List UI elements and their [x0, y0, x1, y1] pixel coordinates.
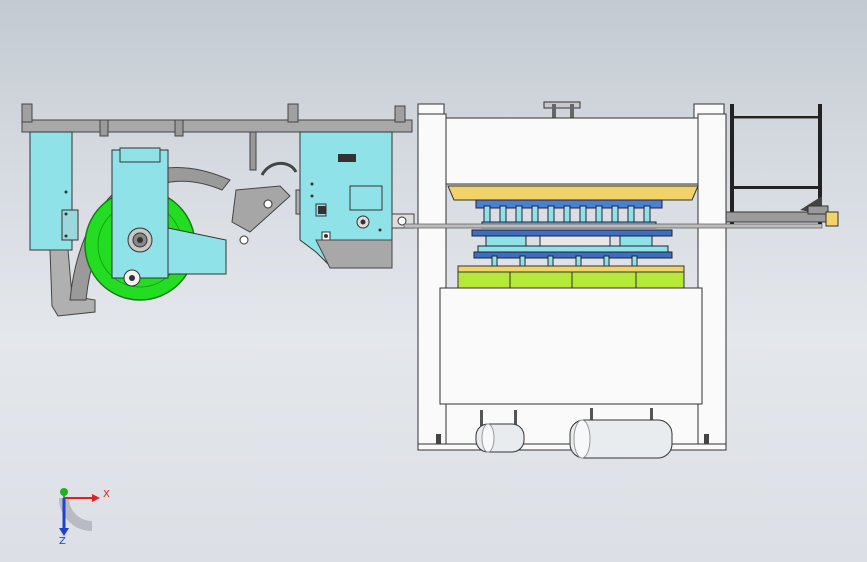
linkage-arm	[231, 185, 291, 233]
z-axis-label: Z	[59, 536, 66, 547]
upper-tooling-posts	[483, 205, 651, 225]
air-tank-large	[569, 408, 673, 459]
coil-holder-upright	[111, 149, 169, 279]
guide-wedge	[167, 227, 227, 275]
press-bed	[439, 287, 703, 405]
air-tank-small	[475, 410, 525, 453]
x-axis-label: X	[103, 489, 110, 500]
upper-die-plate	[447, 185, 699, 201]
axis-triad: X Z	[59, 488, 110, 547]
press-assembly	[403, 101, 823, 459]
lower-tooling-posts	[491, 255, 638, 267]
output-conveyor-frame	[725, 104, 839, 227]
decoiler-straightener-assembly	[21, 103, 415, 317]
top-rail	[21, 119, 413, 133]
press-crown	[445, 117, 699, 185]
